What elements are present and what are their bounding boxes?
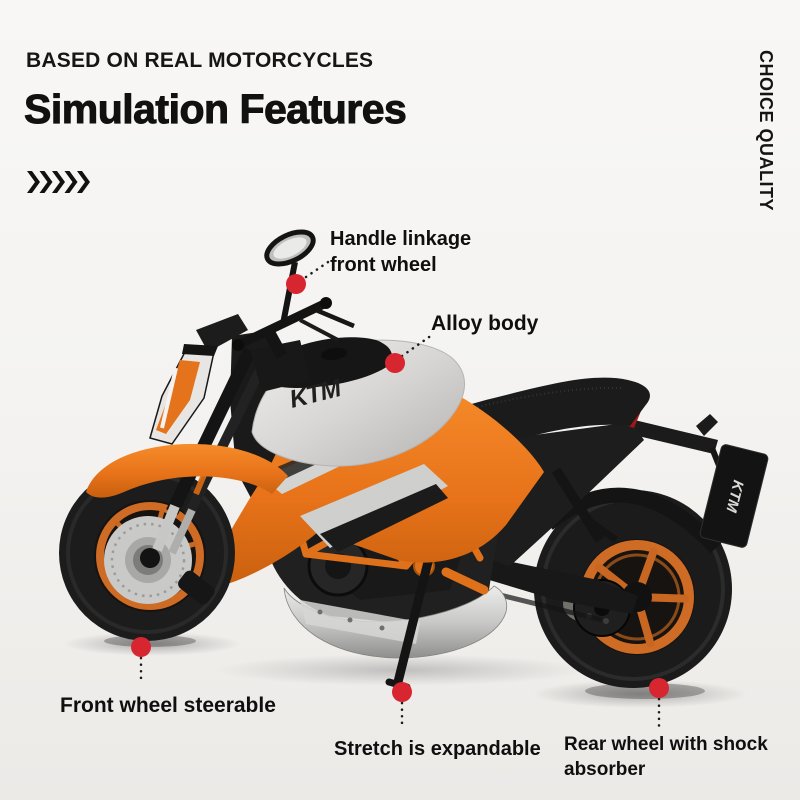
chevron-icon [52,171,65,193]
front-wheel [59,465,235,641]
kicker-text: BASED ON REAL MOTORCYCLES [26,49,374,72]
swingarm [474,554,638,614]
callout-dot-handle [286,274,306,294]
chevron-icon [39,171,53,193]
rear-view-mirror [264,229,316,325]
front-fork [152,347,273,555]
chevron-icon [64,171,78,193]
side-quality-label: CHOICE QUALITY [756,50,776,212]
brake-caliper [178,570,215,605]
callout-line-alloy [400,333,434,358]
callout-label-rear-wheel: Rear wheel with shock absorber [564,734,768,780]
page-title: Simulation Features [23,86,407,133]
callout-label-handle: Handle linkage front wheel [330,228,472,276]
callout-label-alloy: Alloy body [431,312,539,335]
callout-line-handle [304,256,336,279]
chevrons-decor [27,171,90,193]
handlebar [232,297,355,392]
callout-dot-front-wheel [131,637,151,657]
callout-label-front-wheel: Front wheel steerable [60,694,276,717]
callout-label-stand: Stretch is expandable [334,738,541,760]
headlight [149,314,248,445]
chevron-icon [27,171,40,193]
chevron-icon [77,171,90,193]
exhaust [283,585,508,659]
callout-dot-rear-wheel [649,678,669,698]
callout-dot-stand [392,682,412,702]
brake-lever [315,307,355,329]
front-fender [86,444,288,498]
callout-dot-alloy [385,353,405,373]
license-plate: KTM [626,414,769,548]
